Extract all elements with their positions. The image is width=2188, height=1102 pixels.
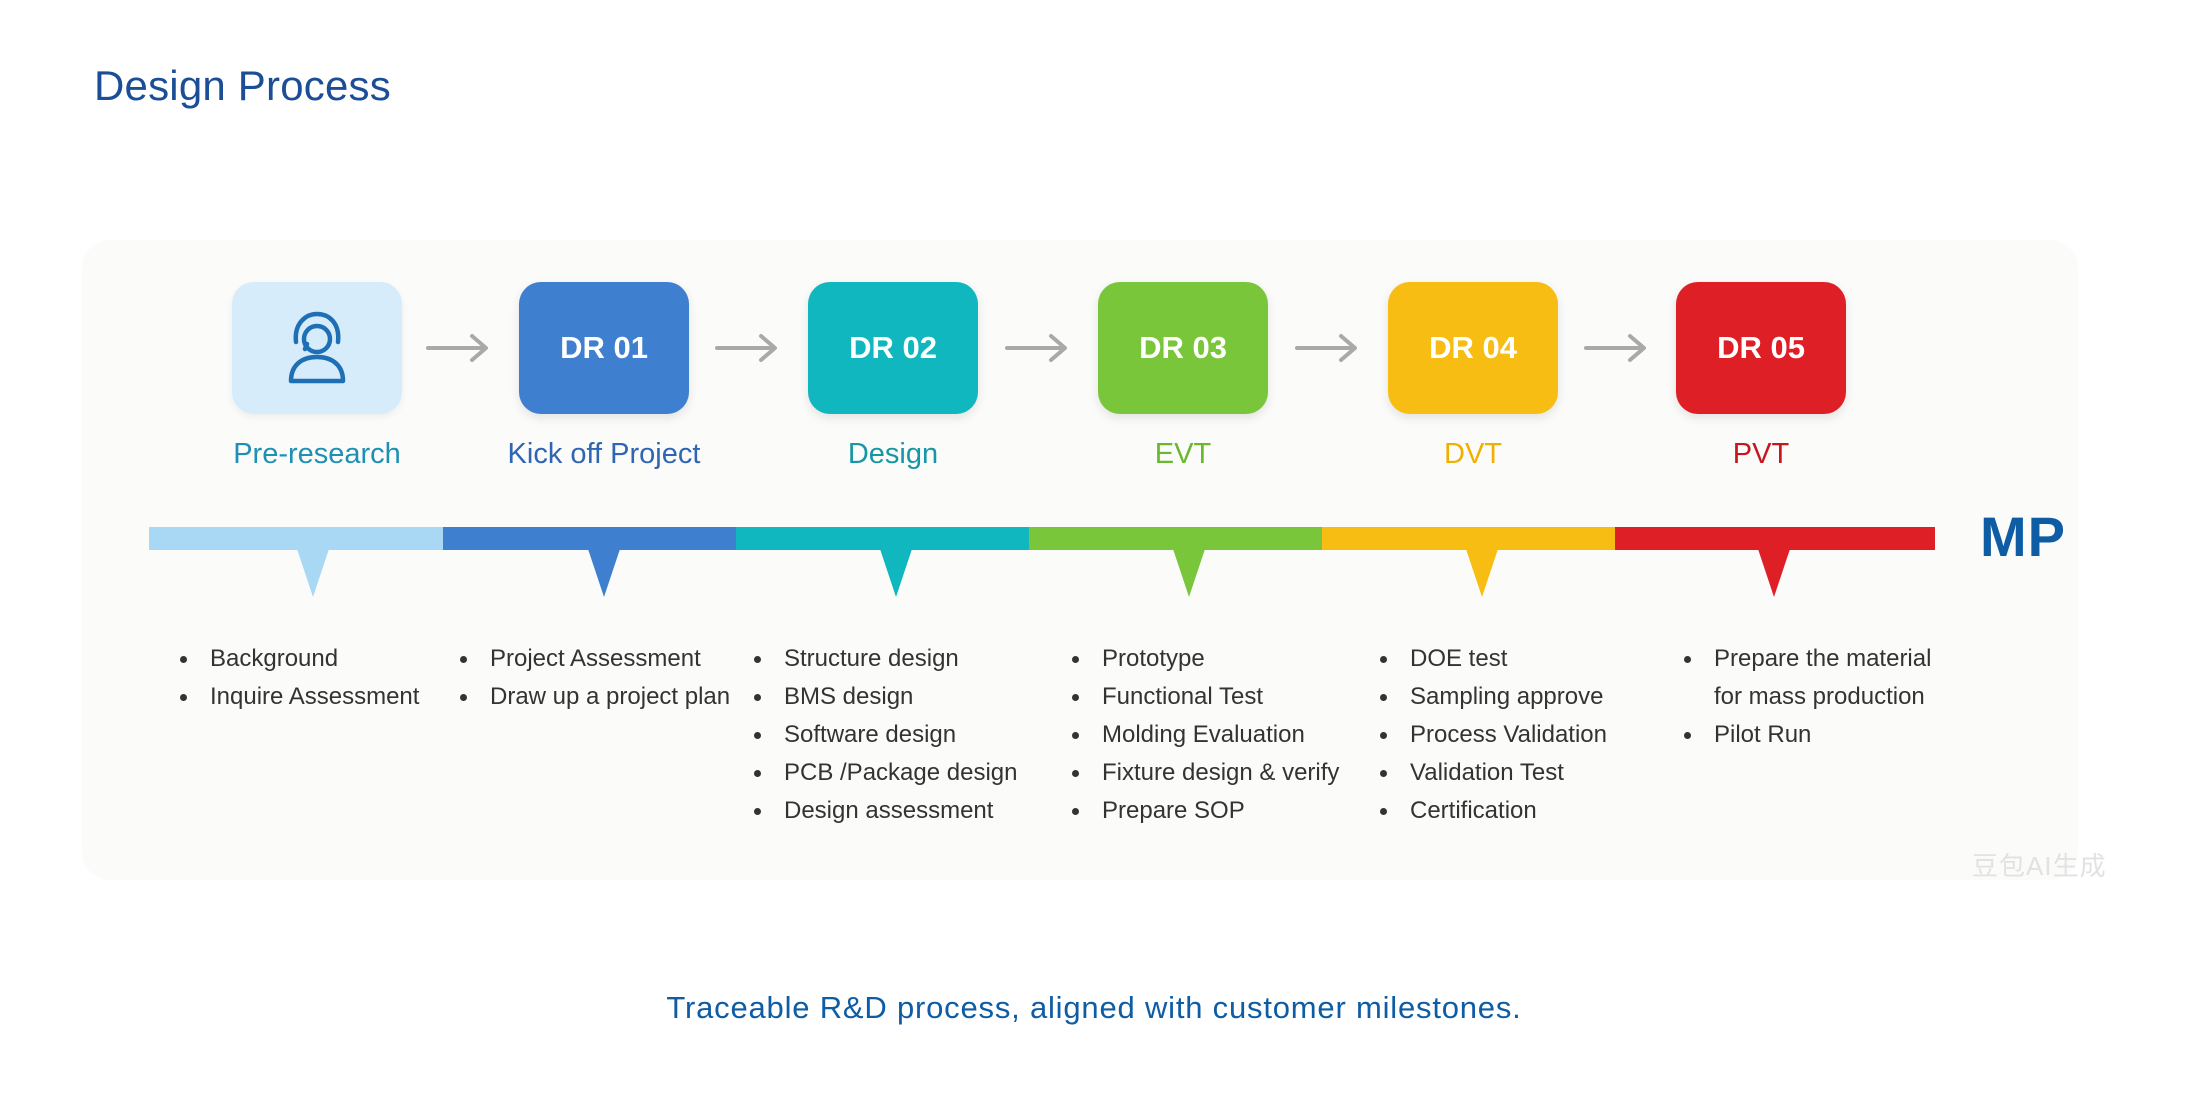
mp-end-label: MP: [1980, 505, 2066, 568]
stage-items-dvt: DOE test Sampling approve Process Valida…: [1376, 640, 1680, 830]
list-item: Prepare the material for mass production: [1684, 640, 1954, 716]
arrow-right-icon: [715, 334, 777, 362]
timeline-segment-dr04: [1322, 527, 1615, 550]
list-item: Prototype: [1072, 640, 1352, 678]
footer-caption: Traceable R&D process, aligned with cust…: [666, 990, 1522, 1025]
list-item: Functional Test: [1072, 678, 1352, 716]
list-item: Software design: [754, 716, 1074, 754]
stage-label-pvt: PVT: [1732, 438, 1790, 470]
watermark: 豆包AI生成: [1972, 851, 2107, 881]
list-item: Structure design: [754, 640, 1074, 678]
list-item: Fixture design & verify: [1072, 754, 1352, 792]
list-item: DOE test: [1380, 640, 1680, 678]
list-item: Draw up a project plan: [460, 678, 760, 716]
timeline-segment-dr01: [443, 527, 736, 550]
list-item: Prepare SOP: [1072, 792, 1352, 830]
list-item: PCB /Package design: [754, 754, 1074, 792]
stage-items-evt: Prototype Functional Test Molding Evalua…: [1068, 640, 1352, 830]
arrow-right-icon: [1005, 334, 1067, 362]
timeline-pointer: [588, 549, 620, 597]
list-item: Pilot Run: [1684, 716, 1954, 754]
timeline-segment-dr03: [1029, 527, 1322, 550]
timeline-pointer: [1173, 549, 1205, 597]
stage-box-dr01: DR 01: [519, 282, 689, 414]
timeline-segment-dr05: [1615, 527, 1935, 550]
arrow-right-icon: [1295, 334, 1357, 362]
timeline-segment-pre-research: [149, 527, 443, 550]
stage-items-pre-research: Background Inquire Assessment: [176, 640, 480, 716]
stage-items-design: Structure design BMS design Software des…: [750, 640, 1074, 830]
list-item: Validation Test: [1380, 754, 1680, 792]
list-item: Process Validation: [1380, 716, 1680, 754]
page-title: Design Process: [94, 62, 391, 109]
stage-box-dr04: DR 04: [1388, 282, 1558, 414]
list-item: Background: [180, 640, 480, 678]
arrow-right-icon: [426, 334, 488, 362]
stage-items-pvt: Prepare the material for mass production…: [1680, 640, 1954, 754]
arrow-right-icon: [1584, 334, 1646, 362]
stage-box-dr03: DR 03: [1098, 282, 1268, 414]
list-item: Sampling approve: [1380, 678, 1680, 716]
list-item: Certification: [1380, 792, 1680, 830]
stage-box-pre-research: [232, 282, 402, 414]
timeline-segment-dr02: [736, 527, 1029, 550]
stage-label-pre-research: Pre-research: [233, 438, 401, 470]
stage-items-kick-off: Project Assessment Draw up a project pla…: [456, 640, 760, 716]
timeline-pointer: [297, 549, 329, 597]
user-headset-icon: [288, 311, 346, 384]
list-item: Molding Evaluation: [1072, 716, 1352, 754]
timeline-pointer: [1758, 549, 1790, 597]
stage-label-dvt: DVT: [1444, 438, 1502, 470]
list-item: Project Assessment: [460, 640, 760, 678]
timeline-pointer: [1466, 549, 1498, 597]
stage-box-dr02: DR 02: [808, 282, 978, 414]
list-item: Design assessment: [754, 792, 1074, 830]
timeline-pointer: [880, 549, 912, 597]
stage-label-evt: EVT: [1154, 438, 1212, 470]
list-item: Inquire Assessment: [180, 678, 480, 716]
stage-label-kick-off: Kick off Project: [507, 438, 701, 470]
list-item: BMS design: [754, 678, 1074, 716]
stage-box-dr05: DR 05: [1676, 282, 1846, 414]
stage-label-design: Design: [847, 438, 939, 470]
